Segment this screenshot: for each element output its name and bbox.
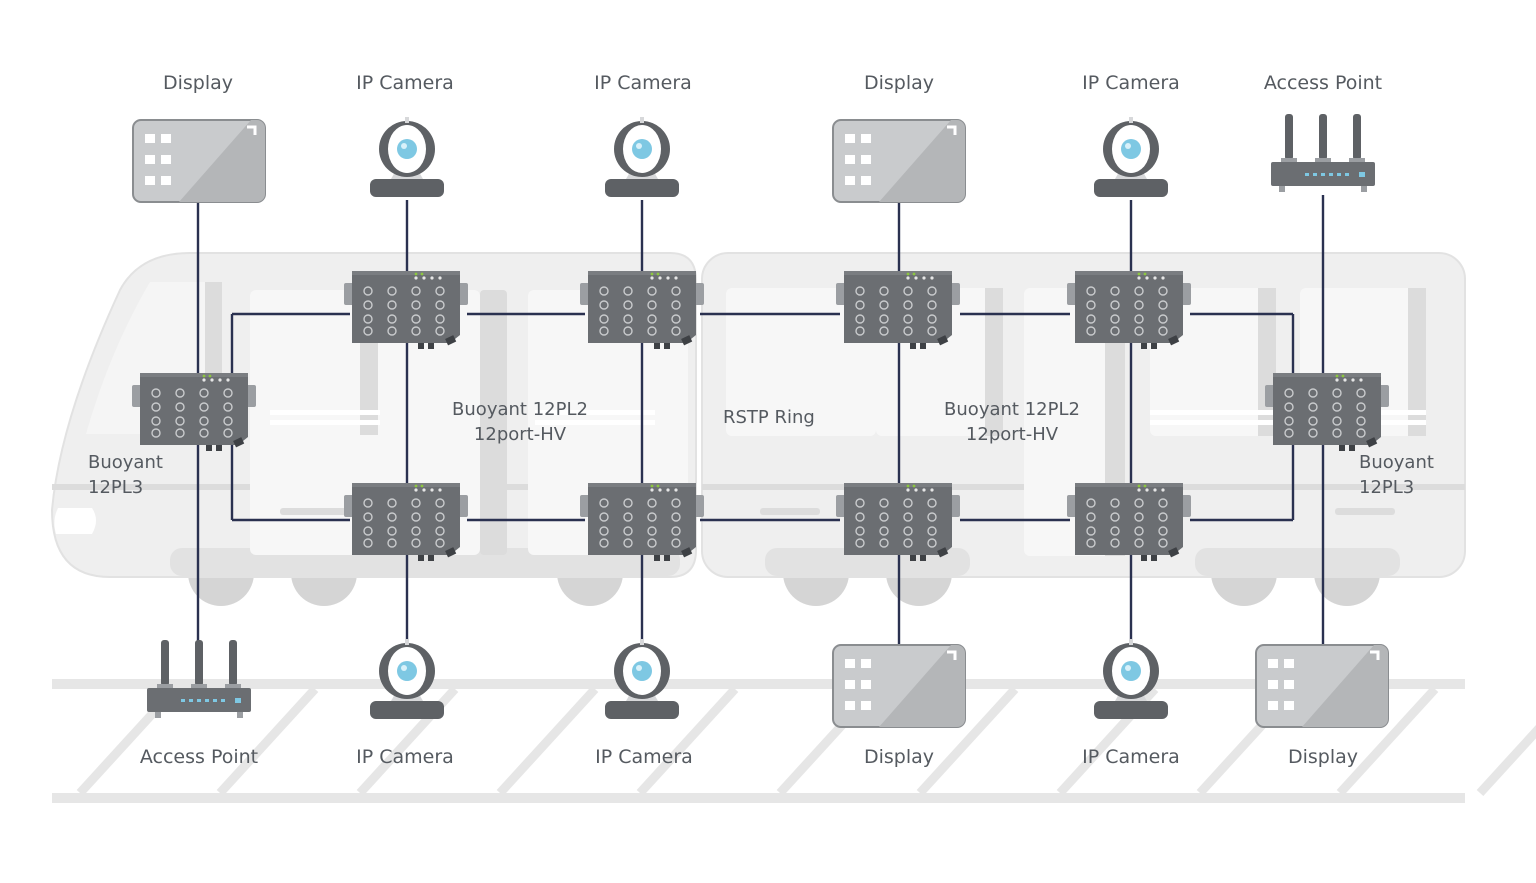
switch-label-center-left-line2: 12port-HV: [473, 424, 567, 445]
switch-label-left-end: Buoyant 12PL3: [88, 450, 163, 500]
switch-label-center-right-line2: 12port-HV: [965, 424, 1059, 445]
industrial-switch-icon: [131, 372, 257, 452]
industrial-switch-icon: [579, 482, 705, 562]
switch-label-right-end-line1: Buoyant: [1359, 452, 1434, 473]
access-point-icon: [147, 640, 251, 718]
industrial-switch-icon: [579, 270, 705, 350]
bottom-label-camera-2: IP Camera: [595, 746, 693, 768]
bottom-label-display-2: Display: [1287, 746, 1359, 768]
industrial-switch-icon: [1066, 482, 1192, 562]
switch-label-left-end-line1: Buoyant: [88, 452, 163, 473]
bottom-label-display-1: Display: [863, 746, 935, 768]
display-icon: [1254, 643, 1390, 729]
switch-label-right-end: Buoyant 12PL3: [1359, 450, 1434, 500]
industrial-switch-icon: [343, 482, 469, 562]
industrial-switch-icon: [835, 270, 961, 350]
switch-label-left-end-line2: 12PL3: [88, 477, 144, 498]
top-label-display-1: Display: [162, 72, 234, 94]
switch-label-center-left: Buoyant 12PL2 12port-HV: [452, 397, 588, 447]
ip-camera-icon: [1094, 639, 1168, 719]
industrial-switch-icon: [835, 482, 961, 562]
switch-label-center-right-line1: Buoyant 12PL2: [944, 399, 1080, 420]
bottom-label-camera-1: IP Camera: [356, 746, 454, 768]
ip-camera-icon: [370, 639, 444, 719]
switch-label-center-left-line1: Buoyant 12PL2: [452, 399, 588, 420]
industrial-switch-icon: [343, 270, 469, 350]
ip-camera-icon: [370, 117, 444, 197]
ip-camera-icon: [605, 117, 679, 197]
display-icon: [831, 118, 967, 204]
rstp-ring-label: RSTP Ring: [723, 407, 815, 428]
bottom-label-access-point: Access Point: [139, 746, 259, 768]
bottom-label-camera-3: IP Camera: [1082, 746, 1180, 768]
display-icon: [831, 643, 967, 729]
switch-label-center-right: Buoyant 12PL2 12port-HV: [944, 397, 1080, 447]
train: [50, 252, 1466, 606]
access-point-icon: [1271, 114, 1375, 192]
display-icon: [131, 118, 267, 204]
industrial-switch-icon: [1264, 372, 1390, 452]
top-label-access-point: Access Point: [1263, 72, 1383, 94]
network-links: [196, 195, 1325, 680]
industrial-switch-icon: [1066, 270, 1192, 350]
railway-track: [52, 679, 1536, 803]
top-label-camera-2: IP Camera: [594, 72, 692, 94]
top-label-display-2: Display: [863, 72, 935, 94]
switch-label-right-end-line2: 12PL3: [1359, 477, 1415, 498]
top-label-camera-3: IP Camera: [1082, 72, 1180, 94]
top-label-camera-1: IP Camera: [356, 72, 454, 94]
ip-camera-icon: [605, 639, 679, 719]
ip-camera-icon: [1094, 117, 1168, 197]
